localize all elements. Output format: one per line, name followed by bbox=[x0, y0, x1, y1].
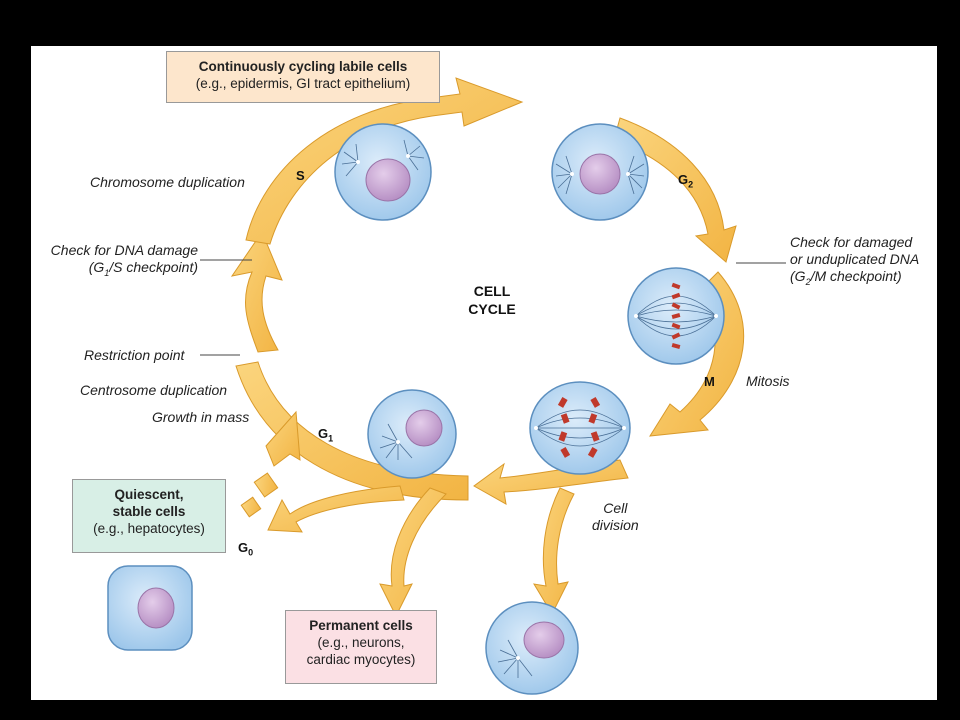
cell-g2-phase bbox=[551, 123, 649, 221]
phase-g2-label: G2 bbox=[678, 172, 693, 190]
g2m-checkpoint-line-1: Check for damaged bbox=[790, 234, 913, 250]
mitosis-label: Mitosis bbox=[746, 373, 790, 389]
g1s-checkpoint-label: Check for DNA damage (G1/S checkpoint) bbox=[28, 242, 198, 282]
g2m-sub: 2 bbox=[805, 276, 811, 287]
quiescent-title-1: Quiescent, bbox=[114, 487, 184, 502]
cell-division-label: Cell division bbox=[592, 500, 639, 534]
cell-cycle-title: CELL CYCLE bbox=[450, 282, 534, 318]
quiescent-examples: (e.g., hepatocytes) bbox=[93, 521, 205, 536]
cell-division-line-2: division bbox=[592, 517, 639, 533]
restriction-point-label: Restriction point bbox=[84, 347, 185, 363]
cell-metaphase bbox=[627, 267, 725, 365]
phase-g2-sub: 2 bbox=[688, 179, 694, 190]
g2m-paren: (G bbox=[790, 268, 806, 284]
cell-division-line-1: Cell bbox=[603, 500, 628, 516]
labile-cells-title: Continuously cycling labile cells bbox=[198, 59, 408, 74]
phase-g1-label: G1 bbox=[318, 426, 333, 444]
g2m-rest: /M checkpoint) bbox=[810, 268, 902, 284]
phase-g0-label: G0 bbox=[238, 540, 253, 558]
g1s-paren: (G bbox=[88, 259, 105, 275]
g1s-checkpoint-line-1: Check for DNA damage bbox=[50, 242, 198, 258]
arrow-to-daughter-cell bbox=[533, 487, 575, 616]
labile-cells-box: Continuously cycling labile cells (e.g.,… bbox=[166, 51, 440, 103]
g2m-checkpoint-line-2: or unduplicated DNA bbox=[790, 251, 920, 267]
g2m-checkpoint-line-3: (G2/M checkpoint) bbox=[790, 268, 919, 291]
arrow-to-g0 bbox=[267, 485, 405, 533]
phase-g2-letter: G bbox=[678, 172, 689, 187]
g2m-checkpoint-label: Check for damaged or unduplicated DNA (G… bbox=[790, 234, 919, 291]
arrow-g1-to-s bbox=[230, 230, 283, 353]
g1s-rest: /S checkpoint) bbox=[109, 259, 198, 275]
permanent-cells-box: Permanent cells (e.g., neurons, cardiac … bbox=[285, 610, 437, 684]
phase-g1-sub: 1 bbox=[328, 433, 334, 444]
cell-cycle-title-line-2: CYCLE bbox=[468, 301, 516, 317]
arrow-s-to-g2 bbox=[245, 77, 524, 245]
cell-s-phase bbox=[334, 123, 432, 221]
cell-g1-phase bbox=[367, 389, 457, 479]
cell-anaphase bbox=[529, 381, 631, 475]
cell-cycle-title-line-1: CELL bbox=[473, 283, 511, 299]
phase-g0-letter: G bbox=[238, 540, 249, 555]
arrow-to-permanent bbox=[379, 487, 447, 618]
permanent-examples-2: cardiac myocytes) bbox=[306, 652, 416, 667]
labile-cells-examples: (e.g., epidermis, GI tract epithelium) bbox=[195, 76, 411, 91]
growth-in-mass-label: Growth in mass bbox=[152, 409, 250, 425]
daughter-cell bbox=[485, 601, 579, 695]
quiescent-cell bbox=[107, 565, 193, 651]
g1s-sub: 1 bbox=[104, 267, 110, 278]
phase-s-label: S bbox=[296, 168, 305, 183]
chromosome-duplication-label: Chromosome duplication bbox=[90, 174, 245, 190]
g1s-checkpoint-line-2: (G1/S checkpoint) bbox=[28, 259, 198, 282]
quiescent-title-2: stable cells bbox=[112, 504, 186, 519]
phase-m-label: M bbox=[704, 374, 715, 389]
g0-reentry-arrow bbox=[240, 410, 301, 518]
quiescent-cells-box: Quiescent, stable cells (e.g., hepatocyt… bbox=[72, 479, 226, 553]
permanent-title: Permanent cells bbox=[309, 618, 413, 633]
phase-g1-letter: G bbox=[318, 426, 329, 441]
centrosome-duplication-label: Centrosome duplication bbox=[80, 382, 228, 398]
phase-g0-sub: 0 bbox=[248, 547, 254, 558]
permanent-examples-1: (e.g., neurons, bbox=[317, 635, 405, 650]
